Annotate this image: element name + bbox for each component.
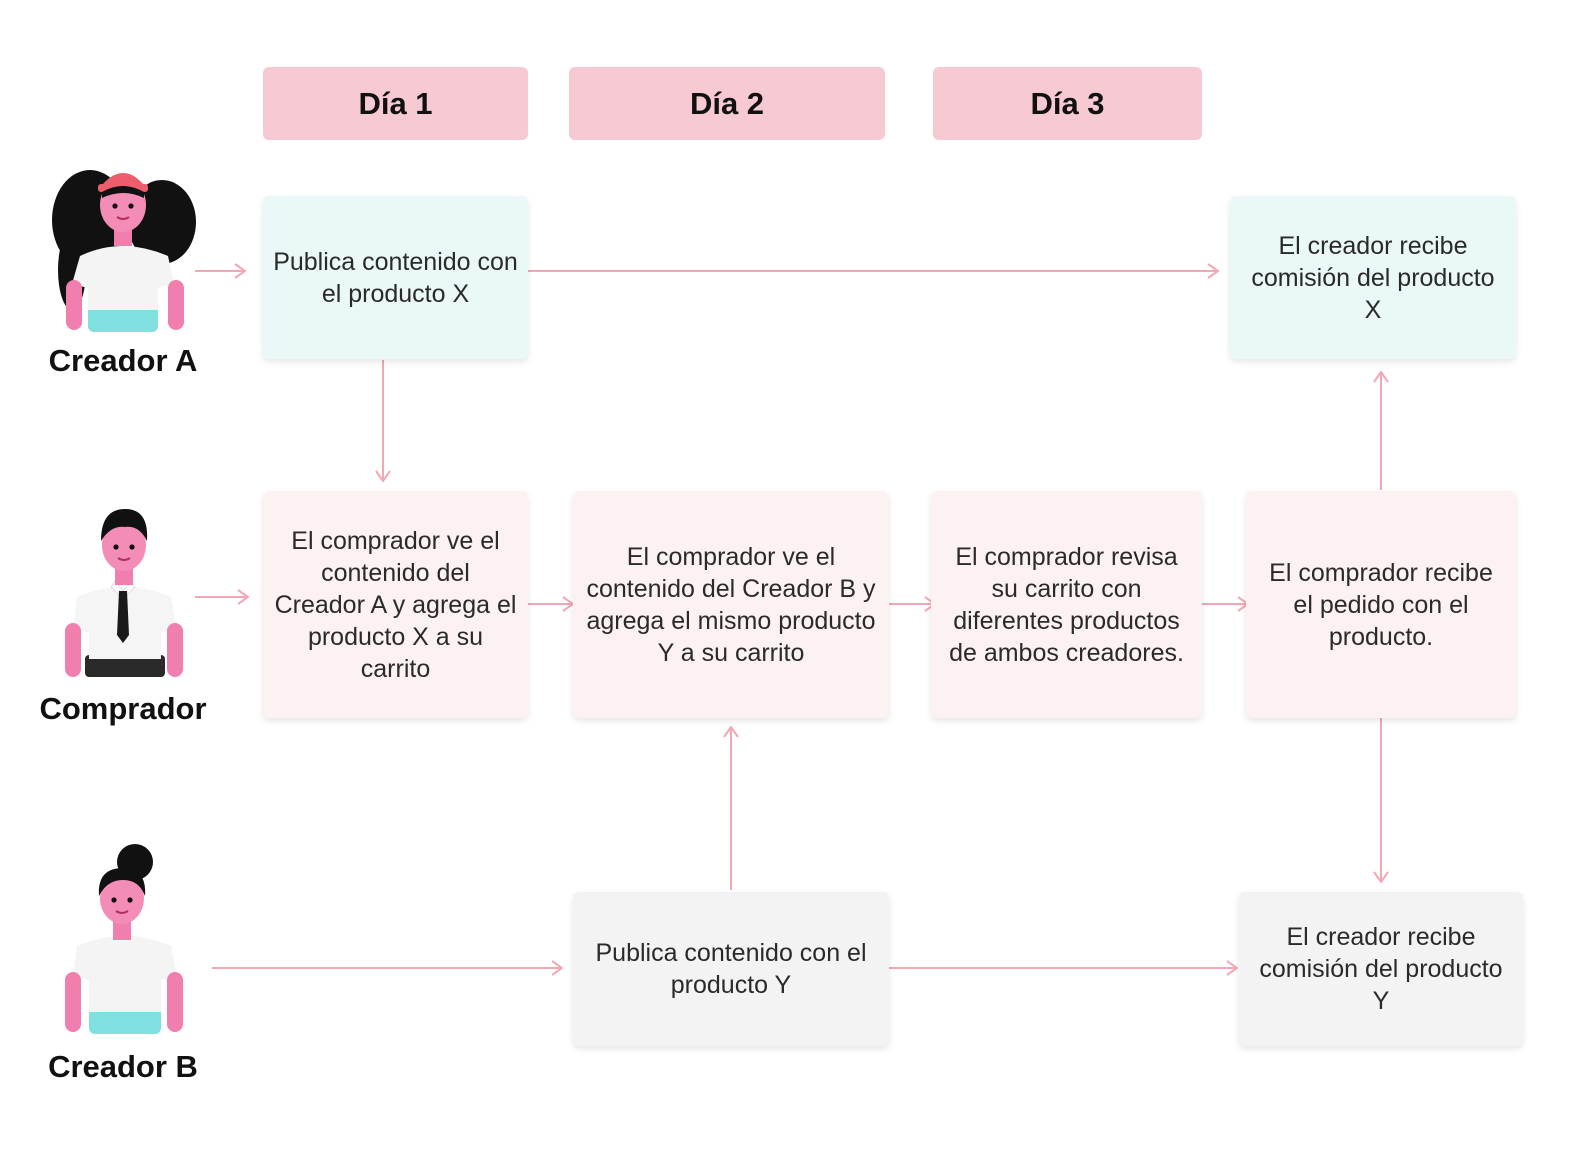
step-creator-b-commission: El creador recibe comisión del producto … (1239, 892, 1523, 1046)
day-header-1: Día 1 (263, 67, 528, 140)
step-text: El creador recibe comisión del producto … (1251, 231, 1495, 324)
step-text: El comprador ve el contenido del Creador… (274, 526, 517, 683)
step-buyer-receives-order: El comprador recibe el pedido con el pro… (1246, 491, 1516, 718)
step-text: El comprador ve el contenido del Creador… (586, 542, 876, 667)
step-creator-b-publish: Publica contenido con el producto Y (573, 892, 889, 1046)
day-header-3: Día 3 (933, 67, 1202, 140)
buyer-avatar (65, 509, 183, 677)
step-text: El comprador revisa su carrito con difer… (949, 542, 1184, 667)
actor-label-creator-a: Creador A (48, 343, 198, 378)
step-creator-a-commission: El creador recibe comisión del producto … (1230, 196, 1516, 359)
step-text: Publica contenido con el producto X (273, 247, 518, 308)
step-text: El creador recibe comisión del producto … (1259, 923, 1503, 1015)
step-buyer-reviews-cart: El comprador revisa su carrito con difer… (931, 491, 1202, 718)
step-buyer-sees-creator-b: El comprador ve el contenido del Creador… (573, 491, 889, 718)
actor-label-buyer: Comprador (39, 691, 207, 726)
creator-a-avatar (52, 170, 196, 332)
step-creator-a-publish: Publica contenido con el producto X (263, 196, 528, 359)
step-text: El comprador recibe el pedido con el pro… (1269, 558, 1493, 651)
creator-b-avatar (65, 844, 183, 1034)
step-text: Publica contenido con el producto Y (595, 939, 867, 999)
step-buyer-sees-creator-a: El comprador ve el contenido del Creador… (263, 491, 528, 718)
day-header-2: Día 2 (569, 67, 885, 140)
actor-label-creator-b: Creador B (48, 1049, 198, 1084)
